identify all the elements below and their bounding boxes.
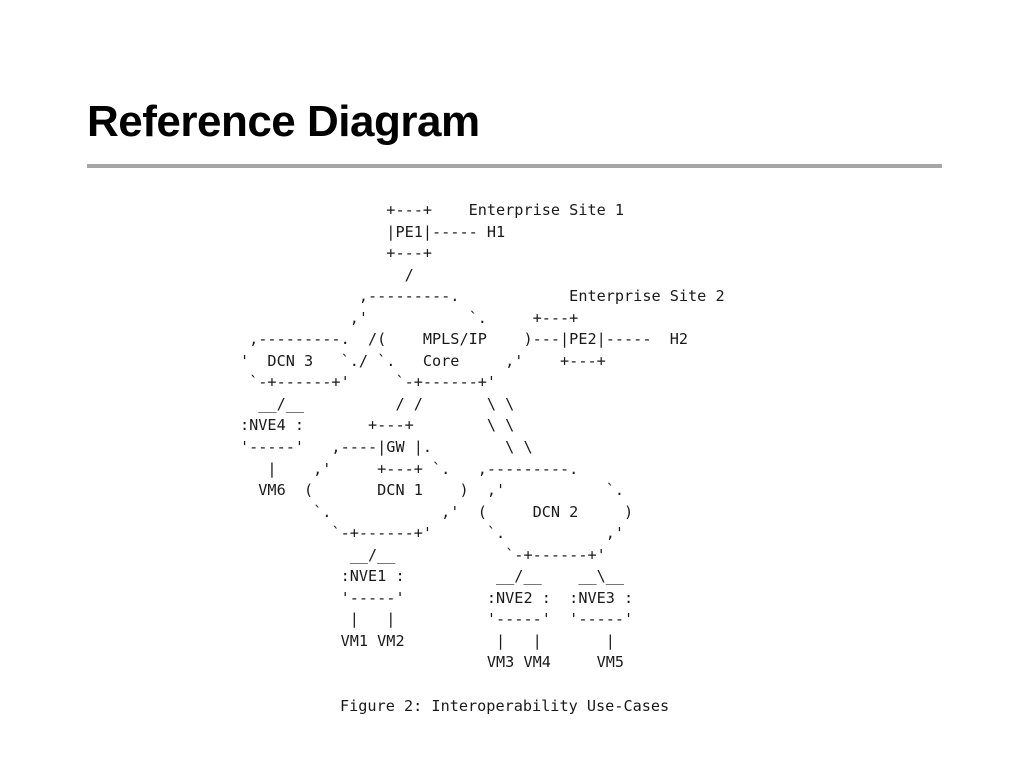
ascii-network-diagram: +---+ Enterprise Site 1 |PE1|----- H1 +-…	[240, 201, 725, 672]
title-divider	[87, 164, 942, 168]
slide-title: Reference Diagram	[87, 97, 480, 146]
figure-caption: Figure 2: Interoperability Use-Cases	[340, 697, 670, 715]
